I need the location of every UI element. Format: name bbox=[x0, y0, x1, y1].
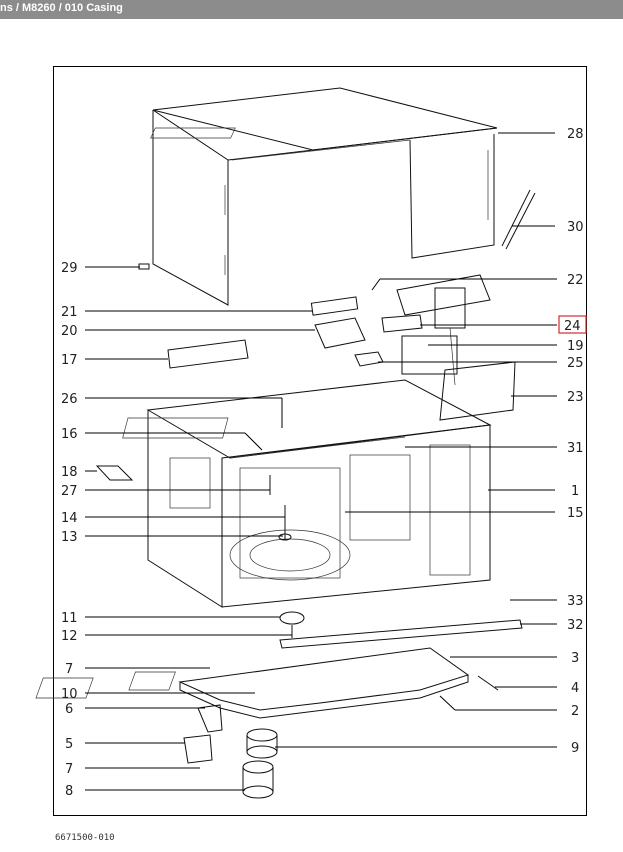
part-23 bbox=[439, 361, 516, 421]
callout-15: 15 bbox=[567, 506, 584, 521]
callout-30: 30 bbox=[567, 220, 584, 235]
callout-33: 33 bbox=[567, 594, 584, 609]
callout-17: 17 bbox=[61, 353, 78, 368]
drawing-number: 6671500-010 bbox=[55, 833, 115, 843]
base-plate bbox=[35, 647, 470, 719]
part-4 bbox=[477, 675, 499, 691]
part-24 bbox=[381, 314, 423, 333]
callout-14: 14 bbox=[61, 511, 78, 526]
part-19 bbox=[401, 335, 458, 375]
part-32 bbox=[279, 619, 523, 649]
callout-29: 29 bbox=[61, 261, 78, 276]
callout-31: 31 bbox=[567, 441, 584, 456]
diagram-frame bbox=[53, 66, 587, 816]
callout-4: 4 bbox=[571, 681, 579, 696]
part-18 bbox=[95, 465, 134, 481]
callout-23: 23 bbox=[567, 390, 584, 405]
part-22-bracket bbox=[396, 274, 491, 386]
callout-7-upper: 7 bbox=[65, 662, 73, 677]
callout-28: 28 bbox=[567, 127, 584, 142]
part-11 bbox=[279, 611, 305, 625]
part-25 bbox=[354, 351, 384, 367]
callout-5: 5 bbox=[65, 737, 73, 752]
callout-16: 16 bbox=[61, 427, 78, 442]
callout-25: 25 bbox=[567, 356, 584, 371]
callout-32: 32 bbox=[567, 618, 584, 633]
part-17 bbox=[167, 339, 249, 369]
part-20 bbox=[314, 317, 366, 349]
callout-2: 2 bbox=[571, 704, 579, 719]
callout-12: 12 bbox=[61, 629, 78, 644]
part-13 bbox=[278, 533, 292, 541]
leader-lines bbox=[85, 132, 557, 791]
handle-rod bbox=[501, 189, 536, 250]
callout-11: 11 bbox=[61, 611, 78, 626]
callout-7-lower: 7 bbox=[65, 762, 73, 777]
callout-10: 10 bbox=[61, 687, 78, 702]
page-title: ns / M8260 / 010 Casing bbox=[0, 2, 123, 14]
part-9 bbox=[246, 728, 278, 759]
callout-1: 1 bbox=[571, 484, 579, 499]
callout-9: 9 bbox=[571, 741, 579, 756]
part-21 bbox=[310, 296, 359, 316]
oven-body bbox=[122, 379, 492, 608]
callout-20: 20 bbox=[61, 324, 78, 339]
callout-27: 27 bbox=[61, 484, 78, 499]
callout-3: 3 bbox=[571, 651, 579, 666]
callout-8: 8 bbox=[65, 784, 73, 799]
callout-labels: 28 30 29 22 21 24 20 19 17 25 26 23 16 3… bbox=[61, 127, 584, 799]
highlight-box bbox=[558, 315, 587, 334]
title-bar: ns / M8260 / 010 Casing bbox=[0, 0, 623, 19]
callout-6: 6 bbox=[65, 702, 73, 717]
part-5 bbox=[183, 734, 213, 764]
callout-13: 13 bbox=[61, 530, 78, 545]
callout-24[interactable]: 24 bbox=[564, 319, 581, 334]
callout-19: 19 bbox=[567, 339, 584, 354]
screw-29 bbox=[138, 263, 150, 270]
callout-18: 18 bbox=[61, 465, 78, 480]
callout-21: 21 bbox=[61, 305, 78, 320]
callout-22: 22 bbox=[567, 273, 584, 288]
callout-26: 26 bbox=[61, 392, 78, 407]
part-6 bbox=[197, 704, 223, 733]
part-8 bbox=[242, 760, 274, 799]
casing-cover bbox=[150, 87, 498, 306]
